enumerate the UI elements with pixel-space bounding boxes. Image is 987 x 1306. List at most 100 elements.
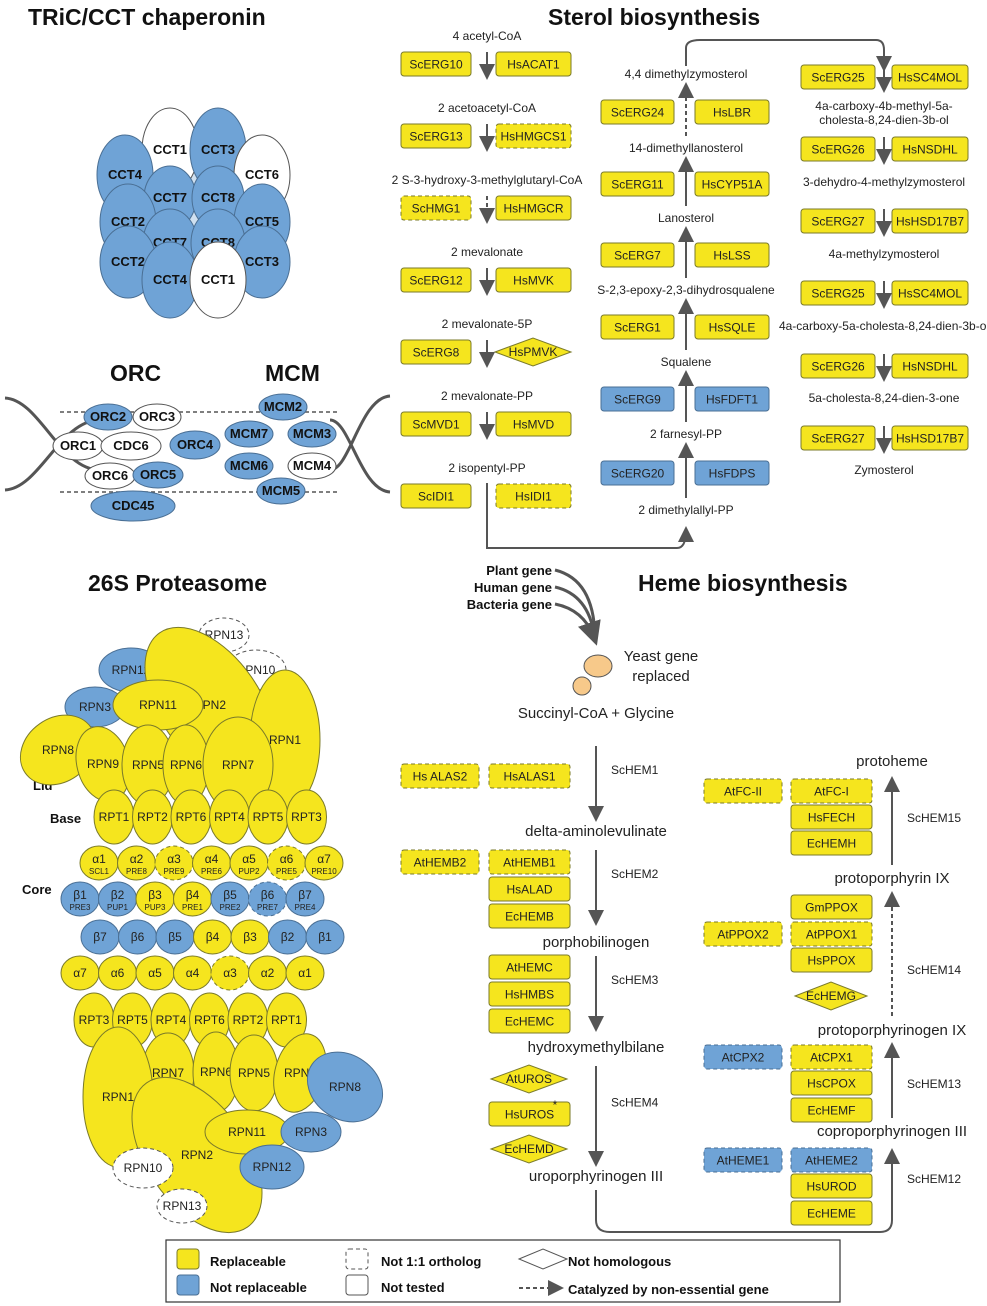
orc-subunit: ORC4 (169, 430, 221, 460)
gene-box-shape (703, 1044, 783, 1070)
proteasome-subunit: RPN3 (64, 686, 126, 728)
gene-diamond-shape (489, 1134, 569, 1164)
sterol-gene: HsSC4MOL (891, 280, 969, 306)
subunit-shape (280, 1111, 342, 1153)
gene-label: ScERG26 (811, 360, 865, 374)
gene-label: HsUROS (505, 1108, 554, 1122)
subunit-label: RPT6 (176, 810, 207, 824)
heme-start: Succinyl-CoA + Glycine (518, 705, 674, 722)
subunit-label: α7 (73, 966, 87, 980)
sterol-gene: ScERG12 (400, 267, 472, 293)
subunit-label: α2 (130, 852, 144, 866)
orc-title: ORC (110, 360, 162, 386)
gene-box-shape (790, 947, 873, 973)
source-curve (554, 602, 601, 646)
gene-label: HsHSD17B7 (896, 215, 964, 229)
sterol-metabolite: 2 isopentyl-PP (448, 461, 525, 475)
sterol-metabolite: 4a-carboxy-4b-methyl-5a- (815, 99, 952, 113)
base-label: Base (50, 811, 81, 826)
gene-box-shape (495, 483, 572, 509)
gene-label: ScIDI1 (418, 490, 454, 504)
subunit-sublabel: PRE9 (164, 867, 185, 876)
heme-gene: EcHEMF (790, 1097, 873, 1123)
sterol-gene: HsNSDHL (891, 136, 969, 162)
gene-label: ScERG11 (611, 178, 664, 192)
subunit-label: RPN5 (238, 1066, 270, 1080)
subunit-label: β4 (186, 888, 200, 902)
gene-box-shape (790, 1044, 873, 1070)
sterol-gene: HsLBR (694, 99, 770, 125)
subunit-label: RPN8 (42, 743, 74, 757)
gene-box-shape (891, 280, 969, 306)
sterol-metabolite: Squalene (661, 355, 712, 369)
subunit-sublabel: PRE7 (257, 903, 278, 912)
sterol-gene: ScERG8 (400, 339, 472, 365)
heme-gene: AtHEMB1 (488, 849, 571, 875)
heme-metabolite: protoporphyrinogen IX (818, 1022, 966, 1039)
orc-subunit: ORC1 (52, 431, 104, 461)
heme-metabolite: protoheme (856, 753, 928, 770)
subunit-label: β6 (131, 930, 145, 944)
gene-box-shape (495, 195, 572, 221)
heme-gene: EcHEMB (488, 903, 571, 929)
gene-box-shape (600, 386, 675, 412)
subunit-label: β5 (168, 930, 182, 944)
gene-box-shape (694, 460, 770, 486)
heme-metabolite: coproporphyrinogen III (817, 1123, 967, 1140)
gene-label: AtHEMC (506, 961, 553, 975)
legend-swatch-not-replaceable (176, 1274, 200, 1296)
subunit-label: α2 (261, 966, 275, 980)
orc-subunit: ORC3 (132, 403, 182, 431)
subunit-label: MCM5 (262, 483, 300, 498)
sterol-metabolite: Zymosterol (854, 463, 913, 477)
heme-step: ScHEM1 (611, 763, 659, 777)
gene-box-shape (488, 849, 571, 875)
sterol-gene: ScERG7 (600, 242, 675, 268)
sterol-metabolite: 4a-carboxy-5a-cholesta-8,24-dien-3b-ol (779, 319, 987, 333)
gene-box-shape (790, 830, 873, 856)
heme-gene: EcHEME (790, 1200, 873, 1226)
subunit-label: CCT3 (201, 142, 235, 157)
gene-label: HsALAD (506, 883, 552, 897)
subunit-sublabel: PRE10 (311, 867, 337, 876)
gene-label: ScERG27 (811, 432, 865, 446)
gene-label: AtCPX1 (810, 1051, 853, 1065)
rpt-subunit: RPT5 (247, 789, 289, 845)
dna-strand (4, 396, 101, 472)
gene-box-shape (400, 51, 472, 77)
gene-box-shape (703, 1147, 783, 1173)
subunit-label: CCT4 (108, 167, 143, 182)
subunit-label: RPN3 (79, 700, 111, 714)
subunit-label: α1 (298, 966, 312, 980)
gene-label: AtHEME1 (717, 1154, 770, 1168)
subunit-label: RPN7 (222, 758, 254, 772)
gene-box-shape (694, 99, 770, 125)
sterol-gene: ScERG26 (800, 353, 876, 379)
subunit-label: β2 (281, 930, 295, 944)
yeast-label-2: replaced (632, 668, 690, 685)
subunit-label: RPN13 (163, 1199, 202, 1213)
alpha-subunit: α4 (173, 955, 212, 991)
subunit-label: RPT1 (271, 1013, 302, 1027)
subunit-shape (83, 403, 133, 431)
heme-gene: HsALAS1 (488, 763, 571, 789)
sterol-gene: HsPMVK (493, 337, 573, 367)
gene-box-shape (891, 425, 969, 451)
yeast-label-1: Yeast gene (624, 648, 699, 665)
gene-box-shape (790, 921, 873, 947)
sterol-metabolite: 2 mevalonate-PP (441, 389, 533, 403)
subunit-label: RPT1 (99, 810, 130, 824)
gene-box-shape (790, 1097, 873, 1123)
sterol-gene: HsHSD17B7 (891, 425, 969, 451)
gene-label: AtPPOX1 (806, 928, 858, 942)
subunit-label: RPT5 (253, 810, 284, 824)
subunit-label: MCM6 (230, 458, 268, 473)
gene-label: ScERG25 (811, 71, 865, 85)
gene-box-shape (891, 353, 969, 379)
subunit-label: CCT1 (153, 142, 187, 157)
gene-box-shape (694, 314, 770, 340)
gene-label: ScERG9 (614, 393, 661, 407)
gene-box-shape (694, 242, 770, 268)
sterol-gene: ScERG10 (400, 51, 472, 77)
